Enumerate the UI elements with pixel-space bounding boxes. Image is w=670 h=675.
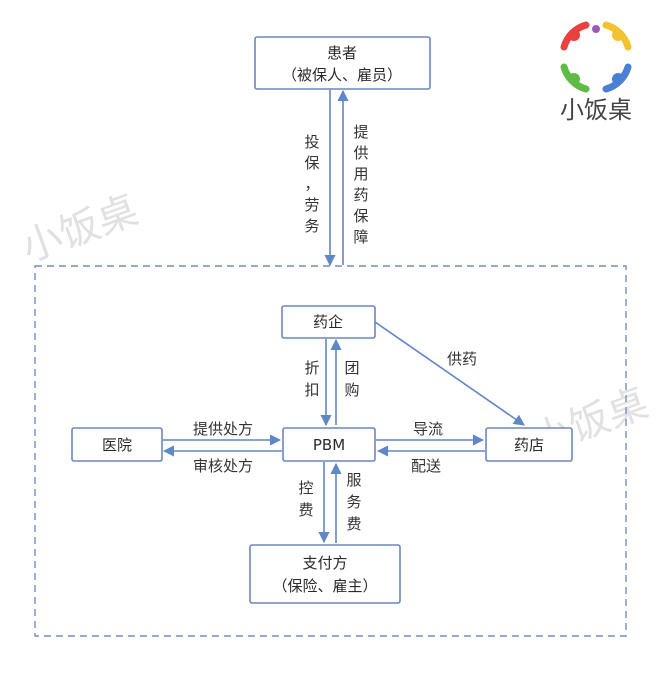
label-pbm-to-pharma-char: 折 — [304, 359, 319, 377]
label-pbm-to-pharma-char: 扣 — [304, 381, 319, 399]
label-pbm-to-payer-char: 费 — [298, 501, 313, 519]
label-patient-to-pbm: 投保 ， 劳务 — [304, 133, 319, 235]
label-pbm-to-pharmacy: 导流 — [413, 420, 443, 438]
node-pharmacy: 药店 — [485, 427, 573, 462]
node-pbm-label: PBM — [313, 436, 345, 454]
node-payer: 支付方 （保险、雇主） — [249, 544, 401, 604]
node-pharmacy-label: 药店 — [514, 436, 544, 454]
node-hospital: 医院 — [71, 427, 163, 462]
label-patient-to-pbm-char: 投 — [304, 133, 319, 151]
label-patient-to-pbm-char: ， — [304, 175, 319, 193]
label-pbm-to-hospital: 审核处方 — [193, 457, 253, 475]
node-hospital-label: 医院 — [102, 436, 132, 454]
logo-icon — [560, 21, 632, 93]
logo: 小饭桌 — [560, 21, 632, 124]
label-pharma-to-pharmacy: 供药 — [447, 350, 477, 368]
label-pbm-to-patient-char: 提 — [353, 123, 368, 141]
label-pbm-to-payer-char: 控 — [298, 479, 313, 497]
watermark-left: 小饭桌 — [16, 187, 144, 271]
label-pbm-to-pharma: 折扣 — [304, 359, 319, 399]
node-patient: 患者 （被保人、雇员） — [254, 36, 431, 90]
label-hospital-to-pbm: 提供处方 — [193, 420, 253, 438]
label-payer-to-pbm-char: 服 — [346, 471, 361, 489]
label-patient-to-pbm-char: 劳 — [304, 196, 319, 214]
label-pharma-to-pbm-char: 购 — [344, 381, 359, 399]
label-patient-to-pbm-char: 保 — [304, 154, 319, 172]
label-pbm-to-patient-char: 障 — [353, 228, 368, 246]
label-pbm-to-patient-char: 药 — [353, 186, 368, 204]
label-payer-to-pbm-char: 费 — [346, 515, 361, 533]
label-pbm-to-patient-char: 用 — [353, 165, 368, 183]
node-patient-line2: （被保人、雇员） — [282, 66, 402, 84]
label-pharma-to-pbm-char: 团 — [344, 359, 359, 377]
label-pharmacy-to-pbm: 配送 — [411, 457, 441, 475]
label-pbm-to-patient-char: 保 — [353, 207, 368, 225]
label-payer-to-pbm-char: 务 — [346, 493, 361, 511]
label-pbm-to-patient-char: 供 — [353, 144, 368, 162]
node-payer-line2: （保险、雇主） — [272, 577, 377, 595]
label-pharma-to-pbm: 团购 — [344, 359, 359, 399]
node-pbm: PBM — [282, 427, 376, 462]
label-patient-to-pbm-char: 务 — [304, 217, 319, 235]
label-payer-to-pbm: 服务费 — [346, 471, 361, 533]
node-payer-line1: 支付方 — [302, 554, 347, 572]
label-pbm-to-payer: 控费 — [298, 479, 313, 519]
node-pharma: 药企 — [281, 305, 376, 339]
node-patient-line1: 患者 — [327, 44, 357, 62]
arrow-pharma-to-pharmacy — [374, 321, 525, 426]
node-pharma-label: 药企 — [313, 313, 343, 331]
logo-text: 小饭桌 — [560, 96, 632, 124]
